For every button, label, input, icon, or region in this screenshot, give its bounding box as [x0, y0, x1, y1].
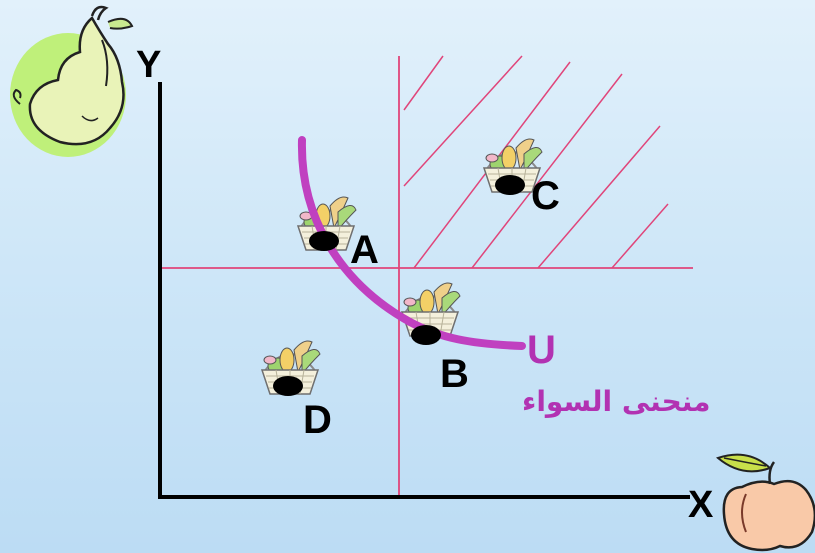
- x-axis-label: X: [688, 484, 714, 526]
- point-c-label: C: [531, 174, 560, 218]
- point-b-label: B: [440, 352, 469, 396]
- y-axis-label: Y: [136, 44, 162, 86]
- curve-label: U: [527, 328, 556, 372]
- point-d-marker: [273, 376, 303, 396]
- curve-name-label: منحنى السواء: [522, 385, 711, 418]
- pear-icon: [10, 5, 134, 157]
- point-a-label: A: [350, 228, 379, 272]
- apple-icon: [715, 453, 815, 552]
- hatched-region: [403, 55, 669, 269]
- point-d-label: D: [303, 398, 332, 442]
- guide-lines: [160, 56, 693, 498]
- point-b-marker: [411, 325, 441, 345]
- point-c-marker: [495, 175, 525, 195]
- indifference-curve-u: [297, 136, 526, 350]
- point-a-marker: [309, 231, 339, 251]
- axes: [158, 82, 690, 499]
